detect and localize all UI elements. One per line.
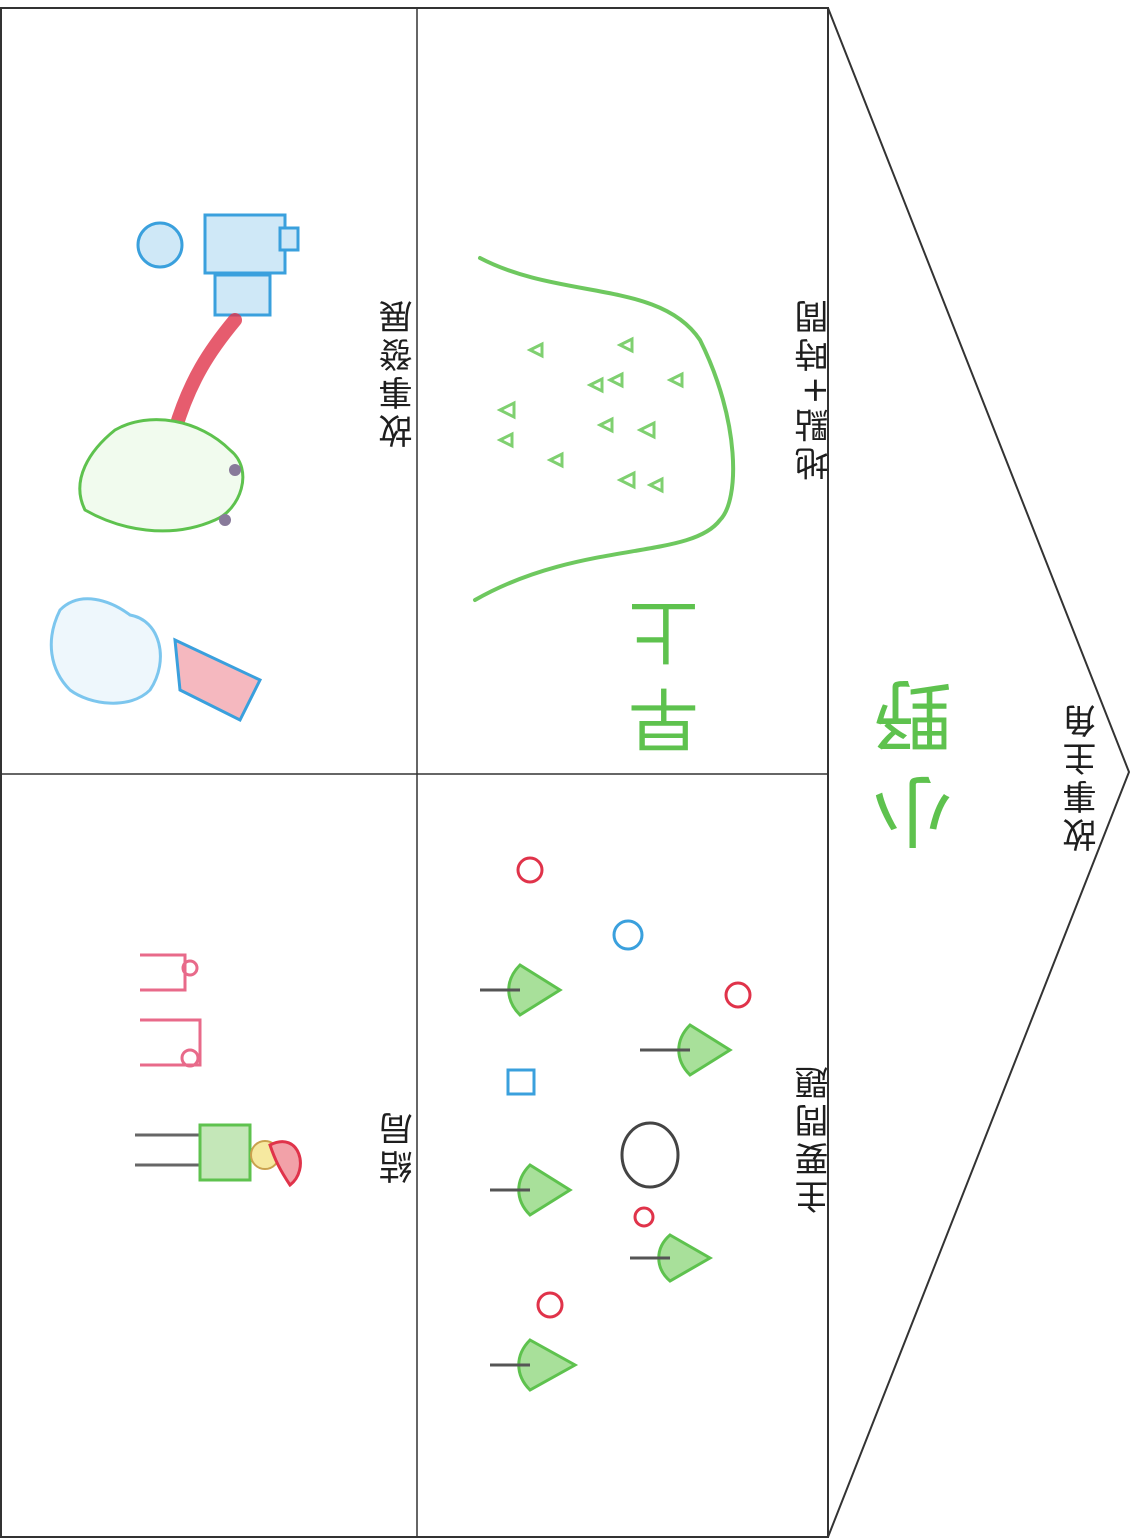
grid-border <box>0 7 829 1538</box>
roof-triangle <box>827 7 1131 1538</box>
